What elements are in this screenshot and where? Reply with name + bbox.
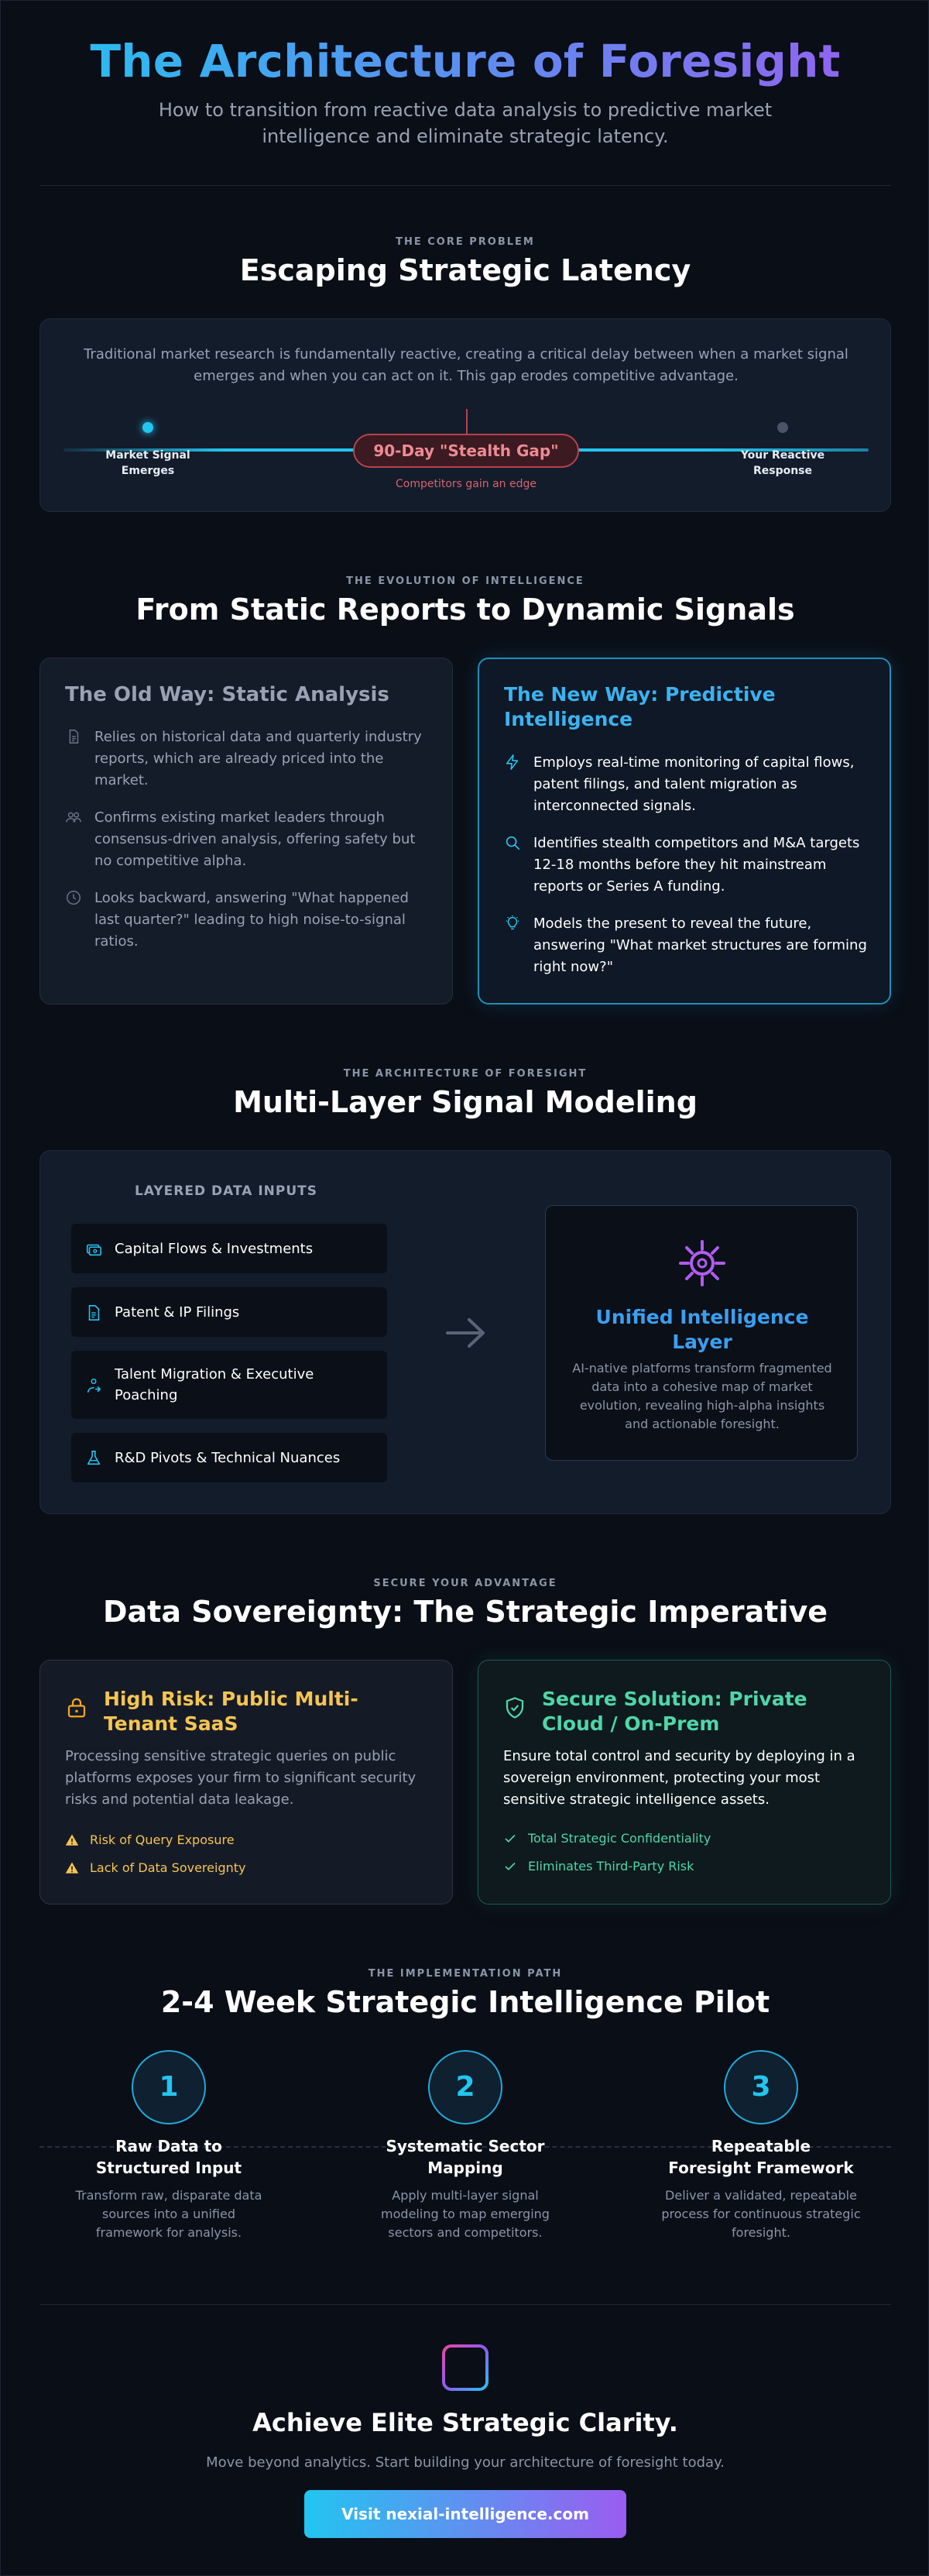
signal-modeling-panel: LAYERED DATA INPUTS Capital Flows & Inve… xyxy=(39,1150,891,1514)
high-risk-text: Processing sensitive strategic queries o… xyxy=(65,1748,417,1808)
layered-inputs-heading: LAYERED DATA INPUTS xyxy=(135,1183,317,1199)
gap-marker xyxy=(466,409,468,448)
warning-icon xyxy=(65,1834,79,1846)
step-title: Raw Data to Structured Input xyxy=(95,2137,242,2177)
step-number: 1 xyxy=(132,2050,206,2124)
step-title: Repeatable Foresight Framework xyxy=(668,2137,854,2177)
lock-icon xyxy=(67,1698,86,1718)
list-item: Models the present to reveal the future,… xyxy=(504,913,868,978)
pilot-eyebrow: THE IMPLEMENTATION PATH xyxy=(368,1968,563,1980)
secure-solution-title: Secure Solution: Private Cloud / On-Prem xyxy=(542,1688,807,1735)
old-way-card: The Old Way: Static Analysis Relies on h… xyxy=(39,658,453,1005)
step-text: Deliver a validated, repeatable process … xyxy=(661,2188,861,2240)
latency-description: Traditional market research is fundament… xyxy=(84,346,848,384)
list-item: Identifies stealth competitors and M&A t… xyxy=(504,833,868,898)
list-item: Employs real-time monitoring of capital … xyxy=(504,752,868,817)
latency-panel: Traditional market research is fundament… xyxy=(39,318,891,512)
lightning-icon xyxy=(506,754,519,770)
secure-solution-text: Ensure total control and security by dep… xyxy=(503,1748,855,1808)
pilot-steps-line xyxy=(39,2146,891,2148)
risk-bullet: Lack of Data Sovereignty xyxy=(65,1860,245,1875)
step-title: Systematic Sector Mapping xyxy=(386,2137,545,2177)
step-number: 3 xyxy=(724,2050,798,2124)
list-item: Confirms existing market leaders through… xyxy=(65,807,429,872)
response-label: Your Reactive Response xyxy=(740,449,825,477)
old-way-item-text: Relies on historical data and quarterly … xyxy=(94,729,422,788)
check-icon xyxy=(505,1834,516,1843)
high-risk-card: High Risk: Public Multi-Tenant SaaS Proc… xyxy=(39,1660,453,1905)
layer-input-item: Talent Migration & Executive Poaching xyxy=(71,1351,387,1419)
shield-check-icon xyxy=(506,1697,524,1719)
secure-bullet: Total Strategic Confidentiality xyxy=(503,1831,711,1846)
risk-bullet-label: Risk of Query Exposure xyxy=(90,1832,235,1847)
signal-modeling-title: Multi-Layer Signal Modeling xyxy=(233,1085,698,1119)
stealth-gap-badge: 90-Day "Stealth Gap" xyxy=(353,434,579,468)
secure-bullet-label: Eliminates Third-Party Risk xyxy=(528,1859,694,1874)
old-way-item-text: Confirms existing market leaders through… xyxy=(94,809,416,869)
secure-solution-card: Secure Solution: Private Cloud / On-Prem… xyxy=(478,1660,891,1905)
warning-icon xyxy=(65,1862,79,1874)
person-move-icon xyxy=(87,1378,101,1393)
evolution-eyebrow: THE EVOLUTION OF INTELLIGENCE xyxy=(346,575,584,587)
layer-input-label: R&D Pivots & Technical Nuances xyxy=(115,1449,341,1466)
page-subtitle: How to transition from reactive data ana… xyxy=(158,99,773,147)
layer-input-label: Talent Migration & Executive Poaching xyxy=(115,1366,314,1403)
sovereignty-title: Data Sovereignty: The Strategic Imperati… xyxy=(102,1595,828,1629)
new-way-title: The New Way: Predictive Intelligence xyxy=(504,683,776,730)
signal-label: Market Signal Emerges xyxy=(105,449,190,477)
layer-input-item: Capital Flows & Investments xyxy=(71,1224,387,1273)
flask-icon xyxy=(87,1451,101,1465)
step-text: Apply multi-layer signal modeling to map… xyxy=(381,2188,550,2240)
sovereignty-eyebrow: SECURE YOUR ADVANTAGE xyxy=(373,1578,557,1589)
visit-website-button[interactable]: Visit nexial-intelligence.com xyxy=(304,2490,626,2538)
response-dot xyxy=(777,422,788,433)
new-way-card: The New Way: Predictive Intelligence Emp… xyxy=(478,658,891,1005)
divider xyxy=(39,185,891,186)
new-way-item-text: Models the present to reveal the future,… xyxy=(533,915,867,975)
old-way-item-text: Looks backward, answering "What happened… xyxy=(94,890,409,950)
old-way-title: The Old Way: Static Analysis xyxy=(65,683,389,706)
money-icon xyxy=(86,1244,101,1256)
step-number: 2 xyxy=(428,2050,502,2124)
new-way-item-text: Identifies stealth competitors and M&A t… xyxy=(533,835,860,895)
cta-title: Achieve Elite Strategic Clarity. xyxy=(252,2408,678,2437)
document-icon xyxy=(69,730,79,744)
secure-bullet-label: Total Strategic Confidentiality xyxy=(528,1831,711,1846)
clock-icon xyxy=(67,891,81,905)
search-icon xyxy=(506,836,520,850)
layer-input-item: Patent & IP Filings xyxy=(71,1287,387,1337)
unified-intelligence-title: Unified Intelligence Layer xyxy=(595,1306,809,1353)
list-item: Relies on historical data and quarterly … xyxy=(65,726,429,792)
risk-bullet: Risk of Query Exposure xyxy=(65,1832,235,1847)
brand-logo xyxy=(442,2344,488,2391)
layer-input-item: R&D Pivots & Technical Nuances xyxy=(71,1433,387,1482)
cta-subtitle: Move beyond analytics. Start building yo… xyxy=(206,2454,725,2471)
gear-icon xyxy=(679,1240,725,1286)
page-title: The Architecture of Foresight xyxy=(1,35,929,88)
layer-input-label: Capital Flows & Investments xyxy=(115,1240,314,1257)
layer-input-label: Patent & IP Filings xyxy=(115,1303,240,1321)
users-icon xyxy=(66,812,81,823)
check-icon xyxy=(505,1862,516,1870)
new-way-item-text: Employs real-time monitoring of capital … xyxy=(533,754,855,814)
unified-intelligence-card: Unified Intelligence Layer AI-native pla… xyxy=(545,1205,858,1461)
list-item: Looks backward, answering "What happened… xyxy=(65,888,429,953)
lightbulb-icon xyxy=(506,915,519,930)
signal-dot xyxy=(142,422,153,433)
risk-bullet-label: Lack of Data Sovereignty xyxy=(90,1860,246,1875)
divider xyxy=(39,2304,891,2305)
stealth-gap-note: Competitors gain an edge xyxy=(396,478,536,490)
file-icon xyxy=(88,1305,100,1321)
secure-bullet: Eliminates Third-Party Risk xyxy=(503,1859,694,1874)
signal-modeling-eyebrow: THE ARCHITECTURE OF FORESIGHT xyxy=(343,1068,588,1080)
unified-intelligence-text: AI-native platforms transform fragmented… xyxy=(572,1361,832,1431)
high-risk-title: High Risk: Public Multi-Tenant SaaS xyxy=(104,1688,358,1735)
step-text: Transform raw, disparate data sources in… xyxy=(75,2188,262,2240)
core-problem-eyebrow: THE CORE PROBLEM xyxy=(396,236,535,248)
arrow-right-icon xyxy=(446,1318,485,1348)
pilot-title: 2-4 Week Strategic Intelligence Pilot xyxy=(160,1985,770,2019)
evolution-title: From Static Reports to Dynamic Signals xyxy=(135,592,795,627)
core-problem-title: Escaping Strategic Latency xyxy=(239,253,691,287)
